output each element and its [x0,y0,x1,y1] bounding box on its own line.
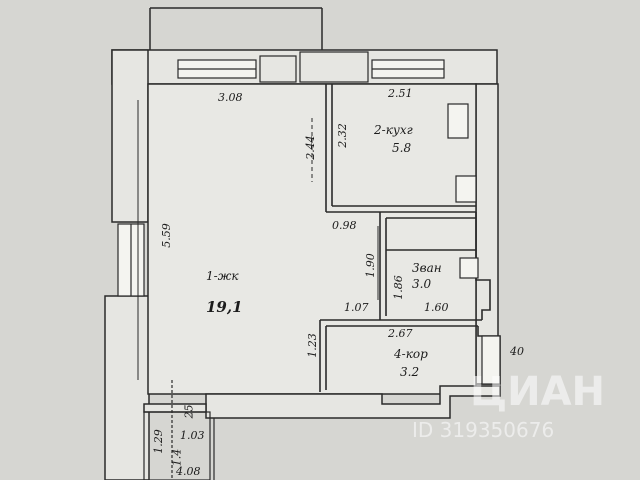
bottom-wall [143,385,501,419]
dim-w-107: 1.07 [344,301,369,314]
dim-bottom-14: 1.4 [170,448,184,467]
dim-far-right: 40 [510,345,524,358]
corridor-label: 4-кор [394,347,428,361]
dim-bottom-25: 25 [182,404,196,419]
corridor-area: 3.2 [400,365,420,379]
dim-v-190: 1.90 [363,253,377,278]
dim-door-098: 0.98 [332,219,357,232]
dim-bottom-03: 1.03 [180,429,205,442]
kitchen-label: 2-кухг [374,123,413,137]
dim-bottom-408: 4.08 [176,465,201,478]
watermark-brand: ЦИАН [470,369,606,415]
dim-bottom-129: 1.29 [151,429,165,454]
dim-kitchen-v2: 2.32 [335,123,349,148]
living-room-label: 1-жк [206,269,239,283]
dim-w-160: 1.60 [424,301,449,314]
bathroom-label: 3ван [412,261,442,275]
dim-kitchen-v1: 2.44 [303,135,317,160]
dim-v-123: 1.23 [305,333,319,358]
windows [117,51,445,297]
dim-v-186: 1.86 [391,275,405,300]
dim-top-left: 3.08 [218,91,243,104]
dim-ticks [137,100,379,380]
stair-block [143,380,215,480]
kitchen-area: 5.8 [392,141,412,155]
dim-w-267: 2.67 [388,327,413,340]
bathroom-area: 3.0 [412,277,432,291]
dim-top-right: 2.51 [388,87,413,100]
fixtures [447,103,501,385]
watermark-id: ID 319350676 [412,418,555,442]
dim-left-side: 5.59 [159,223,173,248]
living-room-area: 19,1 [206,298,243,316]
balcony [149,7,323,52]
